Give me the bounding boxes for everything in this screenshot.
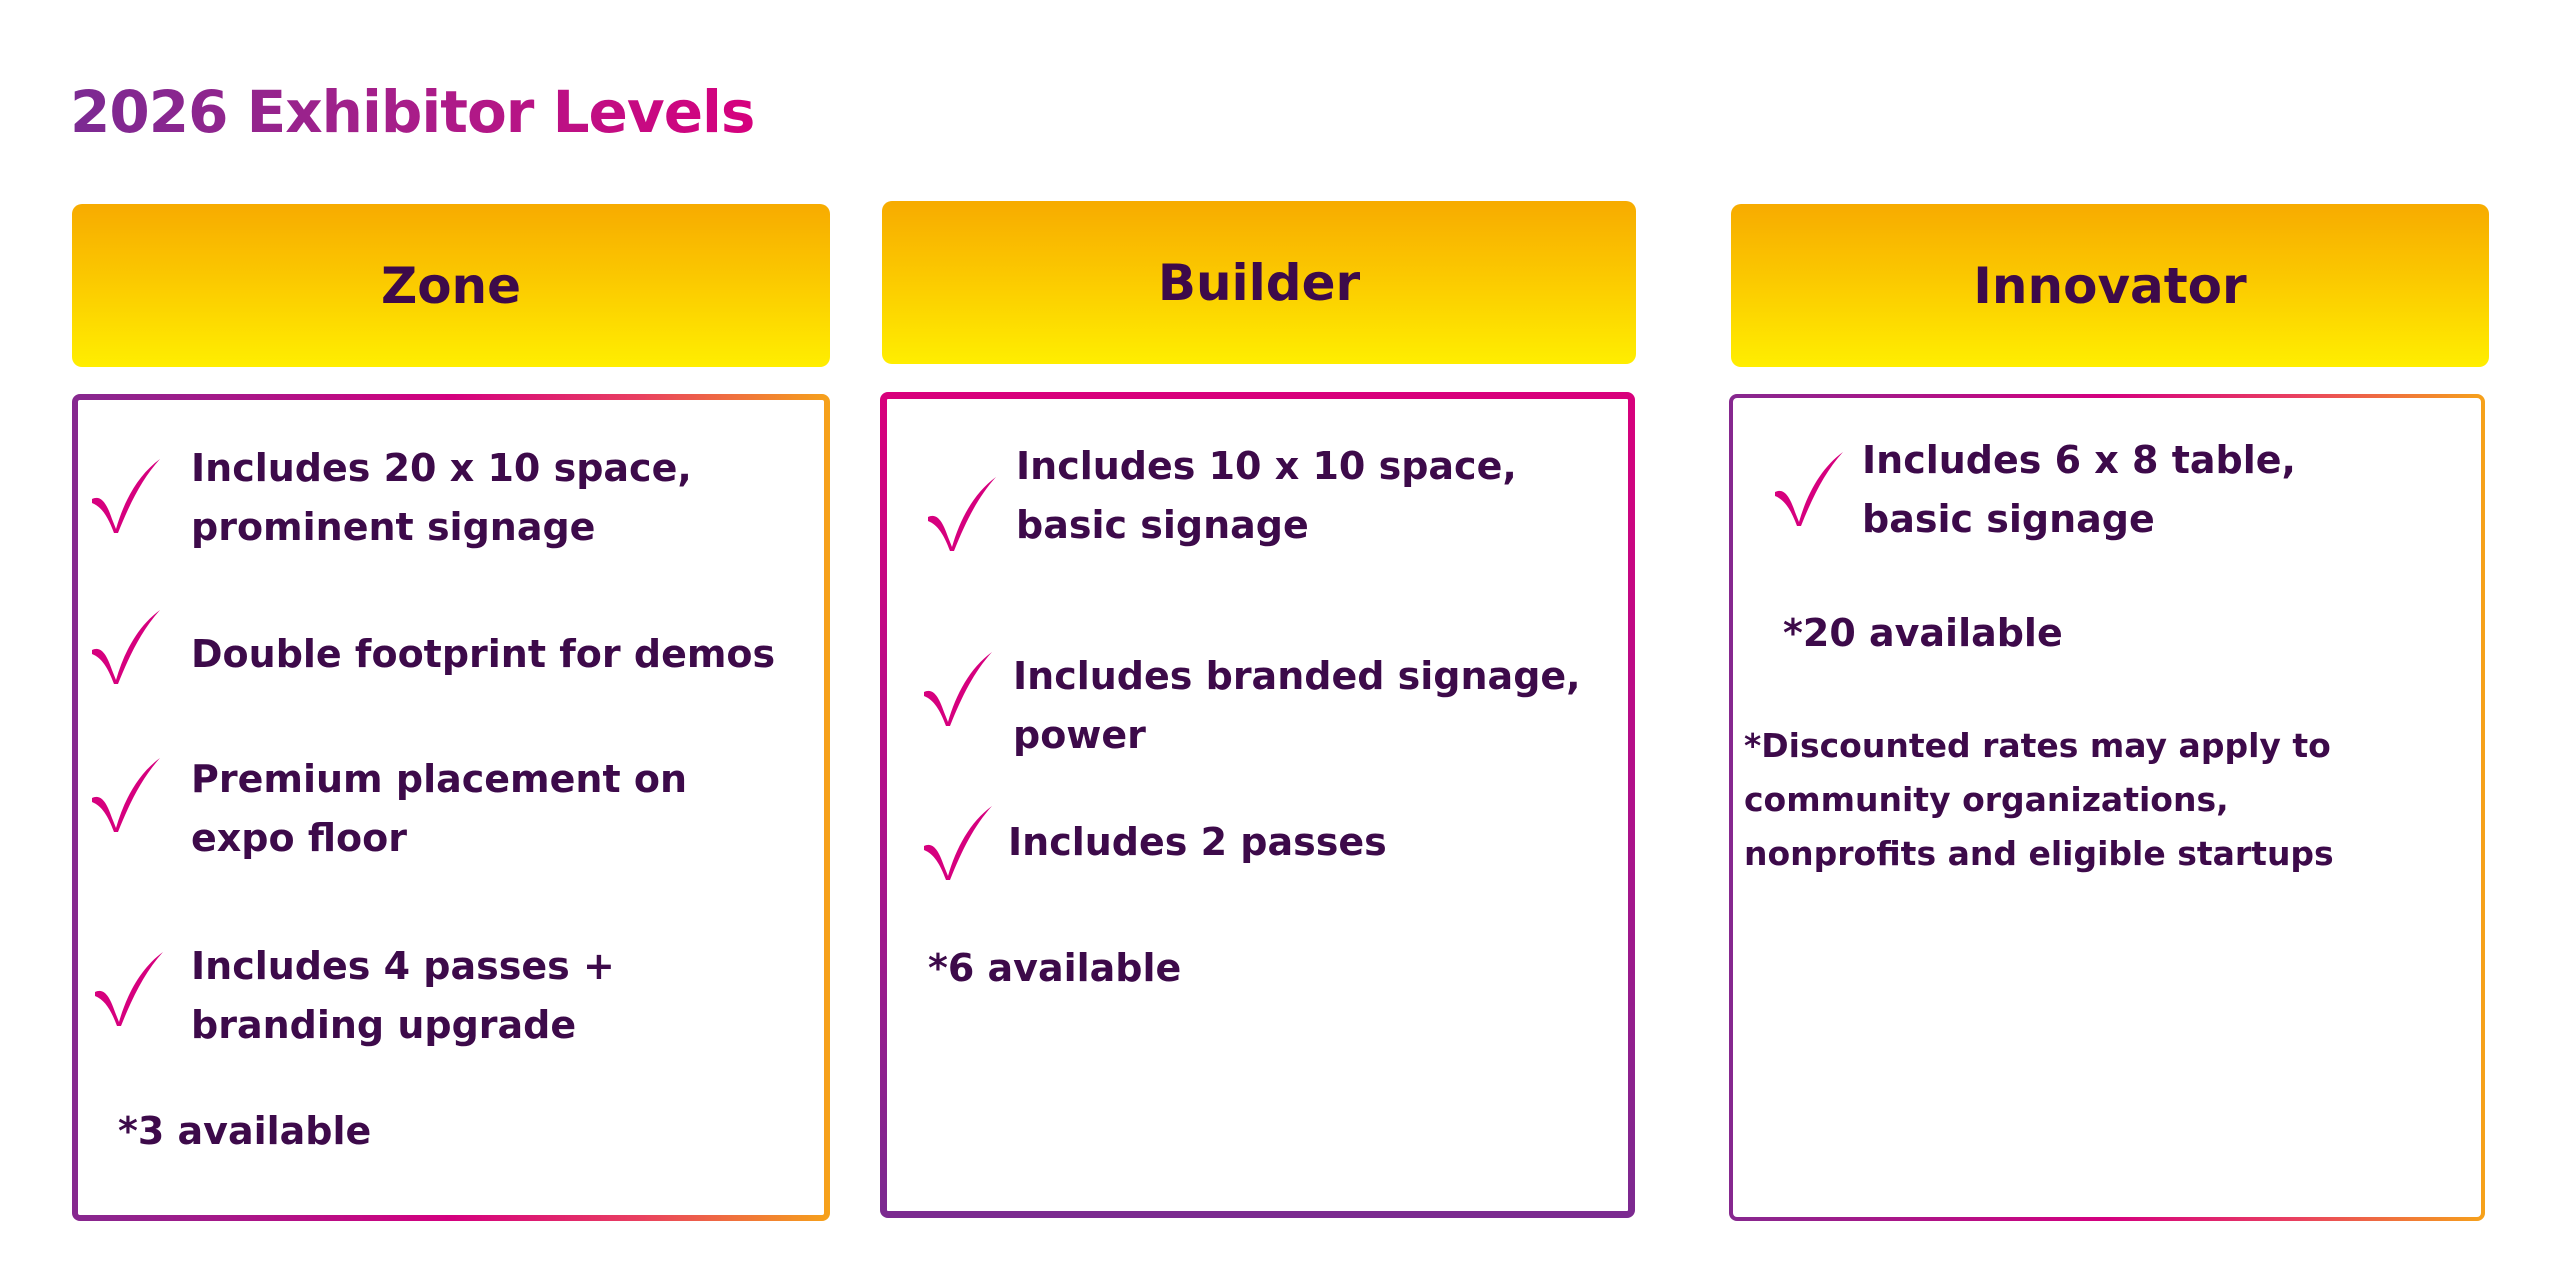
- feature-item: Includes 20 x 10 space, prominent signage: [191, 439, 692, 557]
- tier-name: Builder: [1157, 253, 1361, 312]
- feature-item: Premium placement on expo floor: [191, 750, 687, 868]
- check-icon: [922, 650, 994, 726]
- feature-line: Includes 10 x 10 space,: [1016, 444, 1517, 488]
- check-icon: [90, 457, 162, 533]
- feature-item: Includes 10 x 10 space, basic signage: [1016, 437, 1517, 555]
- feature-line: basic signage: [1016, 503, 1309, 547]
- tier-header-innovator: Innovator: [1731, 204, 2489, 367]
- check-icon: [93, 950, 165, 1026]
- feature-line: Includes 20 x 10 space,: [191, 446, 692, 490]
- feature-line: basic signage: [1862, 497, 2155, 541]
- feature-item: Includes 6 x 8 table, basic signage: [1862, 431, 2296, 549]
- feature-item: Double footprint for demos: [191, 625, 775, 684]
- feature-line: Includes 2 passes: [1008, 820, 1387, 864]
- note-line: nonprofits and eligible startups: [1744, 834, 2334, 873]
- feature-line: Premium placement on: [191, 757, 688, 801]
- feature-item: Includes 2 passes: [1008, 813, 1387, 872]
- note-line: *Discounted rates may apply to: [1744, 726, 2331, 765]
- feature-line: expo floor: [191, 816, 407, 860]
- page-title: 2026 Exhibitor Levels: [70, 78, 755, 146]
- feature-item: Includes 4 passes + branding upgrade: [191, 937, 615, 1055]
- feature-line: power: [1013, 713, 1146, 757]
- availability-note: *6 available: [928, 946, 1182, 990]
- tier-header-zone: Zone: [72, 204, 830, 367]
- tier-card-builder: [880, 392, 1635, 1218]
- feature-line: Double footprint for demos: [191, 632, 776, 676]
- tier-card-innovator: [1729, 394, 2485, 1221]
- feature-item: Includes branded signage, power: [1013, 647, 1581, 765]
- tier-header-builder: Builder: [882, 201, 1636, 364]
- feature-line: Includes 6 x 8 table,: [1862, 438, 2296, 482]
- tier-name: Innovator: [1973, 256, 2247, 315]
- discount-note: *Discounted rates may apply to community …: [1744, 719, 2334, 881]
- feature-line: branding upgrade: [191, 1003, 577, 1047]
- check-icon: [90, 756, 162, 832]
- availability-note: *20 available: [1783, 611, 2063, 655]
- feature-line: prominent signage: [191, 505, 596, 549]
- check-icon: [1773, 450, 1845, 526]
- tier-name: Zone: [380, 256, 522, 315]
- check-icon: [90, 608, 162, 684]
- feature-line: Includes 4 passes +: [191, 944, 615, 988]
- check-icon: [922, 804, 994, 880]
- feature-line: Includes branded signage,: [1013, 654, 1581, 698]
- availability-note: *3 available: [118, 1109, 372, 1153]
- note-line: community organizations,: [1744, 780, 2229, 819]
- check-icon: [926, 475, 998, 551]
- tier-card-zone: [72, 394, 830, 1221]
